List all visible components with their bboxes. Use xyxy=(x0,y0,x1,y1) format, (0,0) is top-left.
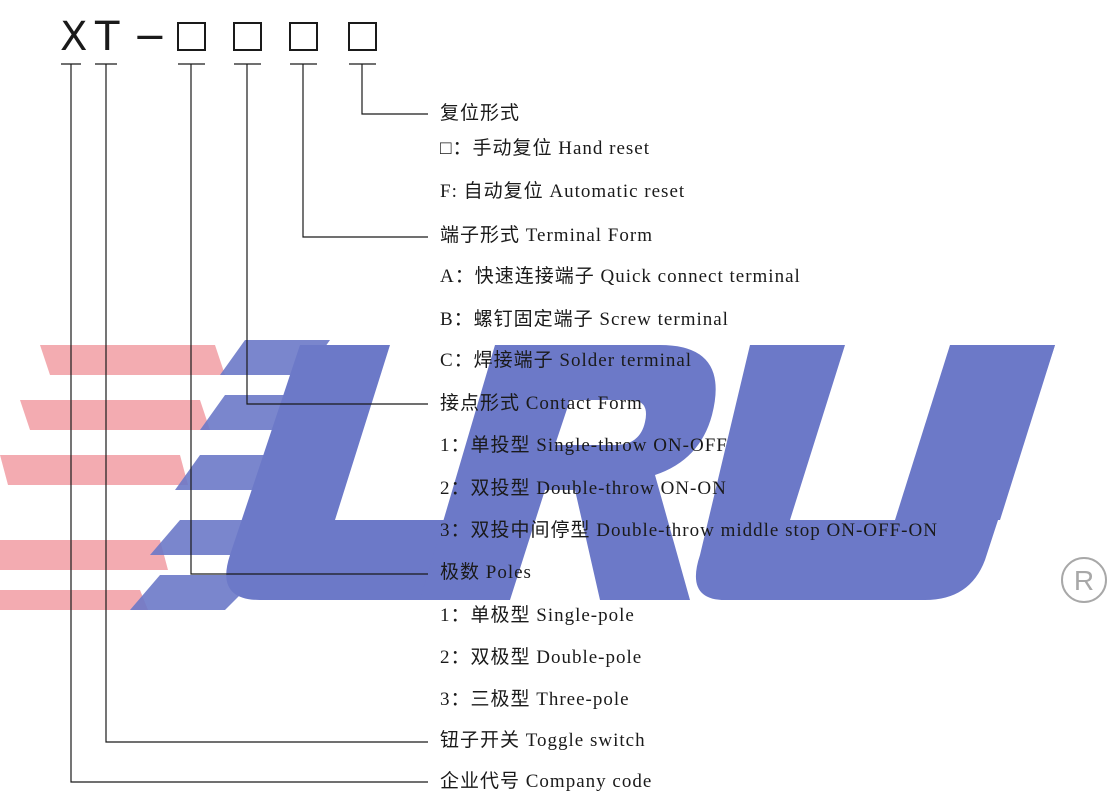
contact-form-title: 接点形式 Contact Form xyxy=(440,393,643,414)
watermark-letter-u xyxy=(226,345,470,600)
toggle-switch-title: 钮子开关 Toggle switch xyxy=(440,730,646,751)
company-code-title: 企业代号 Company code xyxy=(440,771,653,792)
registered-letter: R xyxy=(1074,565,1094,596)
code-letter-x: X xyxy=(60,14,88,60)
reset-form-option: □：手动复位 Hand reset xyxy=(440,138,650,159)
line-terminal-form xyxy=(302,64,428,238)
line-contact-form xyxy=(246,64,428,405)
poles-option: 2：双极型 Double-pole xyxy=(440,647,643,668)
code-dash: − xyxy=(133,14,167,60)
code-box-reset xyxy=(348,22,377,51)
watermark-letter-r xyxy=(420,345,716,600)
terminal-form-title: 端子形式 Terminal Form xyxy=(440,225,653,246)
registered-circle xyxy=(1061,557,1107,603)
reset-form-title: 复位形式 xyxy=(440,103,521,124)
code-box-contact xyxy=(233,22,262,51)
reset-form-option: F: 自动复位 Automatic reset xyxy=(440,181,686,202)
line-poles xyxy=(190,64,428,575)
watermark-x-red xyxy=(0,345,225,610)
terminal-form-option: B：螺钉固定端子 Screw terminal xyxy=(440,309,729,330)
poles-option: 3：三极型 Three-pole xyxy=(440,689,630,710)
code-box-terminal xyxy=(289,22,318,51)
code-box-poles xyxy=(177,22,206,51)
line-company xyxy=(70,64,428,783)
contact-form-option: 2：双投型 Double-throw ON-ON xyxy=(440,478,727,499)
watermark-letter-i xyxy=(895,345,1055,520)
terminal-form-option: A：快速连接端子 Quick connect terminal xyxy=(440,266,801,287)
poles-option: 1：单极型 Single-pole xyxy=(440,605,635,626)
line-reset-form xyxy=(361,64,428,115)
contact-form-option: 3：双投中间停型 Double-throw middle stop ON-OFF… xyxy=(440,520,938,541)
contact-form-option: 1：单投型 Single-throw ON-OFF xyxy=(440,435,728,456)
connector-lines xyxy=(61,63,428,783)
xurui-watermark: R xyxy=(0,340,1107,610)
terminal-form-option: C：焊接端子 Solder terminal xyxy=(440,350,693,371)
code-letter-t: T xyxy=(95,14,120,60)
line-toggle xyxy=(105,64,428,743)
poles-title: 极数 Poles xyxy=(440,562,532,583)
